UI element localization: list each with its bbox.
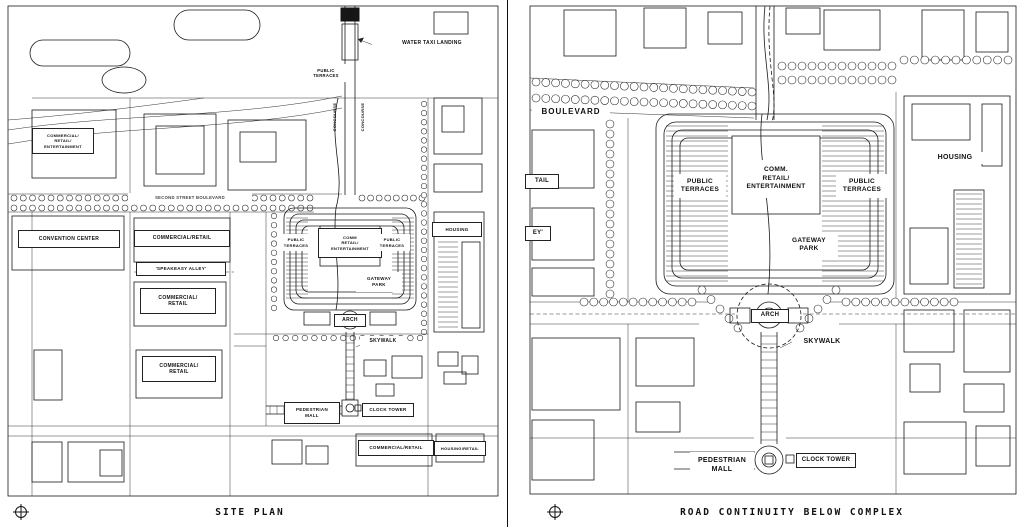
commercial-retail-label: COMMERCIAL/RETAIL <box>358 440 434 456</box>
clock-tower-label: CLOCK TOWER <box>362 403 414 417</box>
commercial-retail-label: COMMERCIAL/RETAIL <box>134 230 230 247</box>
housing-block <box>433 211 485 333</box>
comm-retail-entertainment-label: COMM. RETAIL/ ENTERTAINMENT <box>738 160 814 198</box>
housing-label: HOUSING <box>432 222 482 237</box>
panel-divider <box>507 0 508 527</box>
north-arrow-icon <box>547 504 563 520</box>
west-blocks <box>531 129 595 297</box>
tree-row <box>531 93 757 111</box>
water-taxi-landing-label: WATER TAXI LANDING <box>372 38 492 48</box>
tree-row <box>531 77 757 97</box>
plan-border <box>7 5 499 497</box>
housing-block <box>903 95 1011 295</box>
alley-partial-label: EY' <box>525 226 551 241</box>
tree-row <box>899 55 1013 65</box>
tree-row <box>270 212 278 312</box>
gateway-park-label: GATEWAY PARK <box>356 272 402 292</box>
tree-row <box>605 119 615 299</box>
road-continuity-panel: BOULEVARD TAIL EY' PUBLIC TERRACES COMM.… <box>524 2 1020 527</box>
tree-row <box>10 204 314 212</box>
tree-row <box>579 297 697 307</box>
boulevard-label: BOULEVARD <box>532 106 610 118</box>
gateway-park-label: GATEWAY PARK <box>780 232 838 258</box>
tree-row <box>358 194 426 202</box>
commercial-retail-entertainment-label: COMMERCIAL/ RETAIL/ ENTERTAINMENT <box>32 128 94 154</box>
arch-label: ARCH <box>751 309 789 323</box>
central-complex <box>655 113 895 295</box>
public-terraces-right-label: PUBLIC TERRACES <box>374 234 410 251</box>
clock-tower-label: CLOCK TOWER <box>796 453 856 468</box>
tree-row <box>777 61 897 71</box>
south-blocks <box>31 349 485 483</box>
concourse-label: CONCOURSE <box>360 102 366 132</box>
tree-row <box>420 100 428 336</box>
tree-row <box>795 285 841 333</box>
site-plan-drawing <box>7 5 499 497</box>
road-continuity-dashes <box>530 283 1016 349</box>
public-terraces-top-label: PUBLIC TERRACES <box>304 64 348 82</box>
tree-row <box>841 297 959 307</box>
waterfront <box>7 9 469 145</box>
public-terraces-right-label: PUBLIC TERRACES <box>836 174 888 198</box>
housing-label: HOUSING <box>926 152 984 164</box>
plan-border <box>529 5 1017 495</box>
convention-center-label: CONVENTION CENTER <box>18 230 120 248</box>
road-continuity-drawing <box>529 5 1017 495</box>
street-grid <box>8 97 498 496</box>
commercial-retail-label: COMMERCIAL/ RETAIL <box>140 288 216 314</box>
bridge-approach <box>755 5 775 123</box>
site-plan-caption: SITE PLAN <box>215 507 285 518</box>
site-plan-panel: WATER TAXI LANDING PUBLIC TERRACES CONCO… <box>4 2 504 527</box>
pedestrian-mall-label: PEDESTRIAN MALL <box>284 402 340 424</box>
comm-retail-entertainment-label: COMM RETAIL/ ENTERTAINMENT <box>318 228 382 258</box>
tree-row <box>697 285 743 333</box>
south-blocks <box>531 309 1011 481</box>
street-grid <box>529 77 1016 494</box>
skywalk-corridor <box>345 332 365 402</box>
public-terraces-left-label: PUBLIC TERRACES <box>674 174 726 198</box>
speakeasy-alley-label: 'SPEAKEASY ALLEY' <box>136 262 226 276</box>
north-blocks <box>31 97 483 193</box>
skywalk-label: SKYWALK <box>360 336 406 346</box>
concourse-label: CONCOURSE <box>332 102 338 132</box>
public-terraces-left-label: PUBLIC TERRACES <box>278 234 314 251</box>
water-taxi-pier <box>340 6 377 195</box>
second-street-boulevard-label: SECOND STREET BOULEVARD <box>128 193 252 202</box>
tree-row <box>777 75 897 85</box>
arch-label: ARCH <box>334 314 366 327</box>
north-blocks <box>563 7 1009 61</box>
retail-partial-label: TAIL <box>525 174 559 189</box>
road-continuity-caption: ROAD CONTINUITY BELOW COMPLEX <box>680 507 904 518</box>
skywalk-corridor <box>760 332 793 444</box>
skywalk-label: SKYWALK <box>796 336 848 347</box>
pedestrian-mall-label: PEDESTRIAN MALL <box>690 452 754 478</box>
commercial-retail-label: COMMERCIAL/ RETAIL <box>142 356 216 382</box>
housing-retail-label: HOUSING/RETAIL <box>434 441 486 456</box>
north-arrow-icon <box>13 504 29 520</box>
